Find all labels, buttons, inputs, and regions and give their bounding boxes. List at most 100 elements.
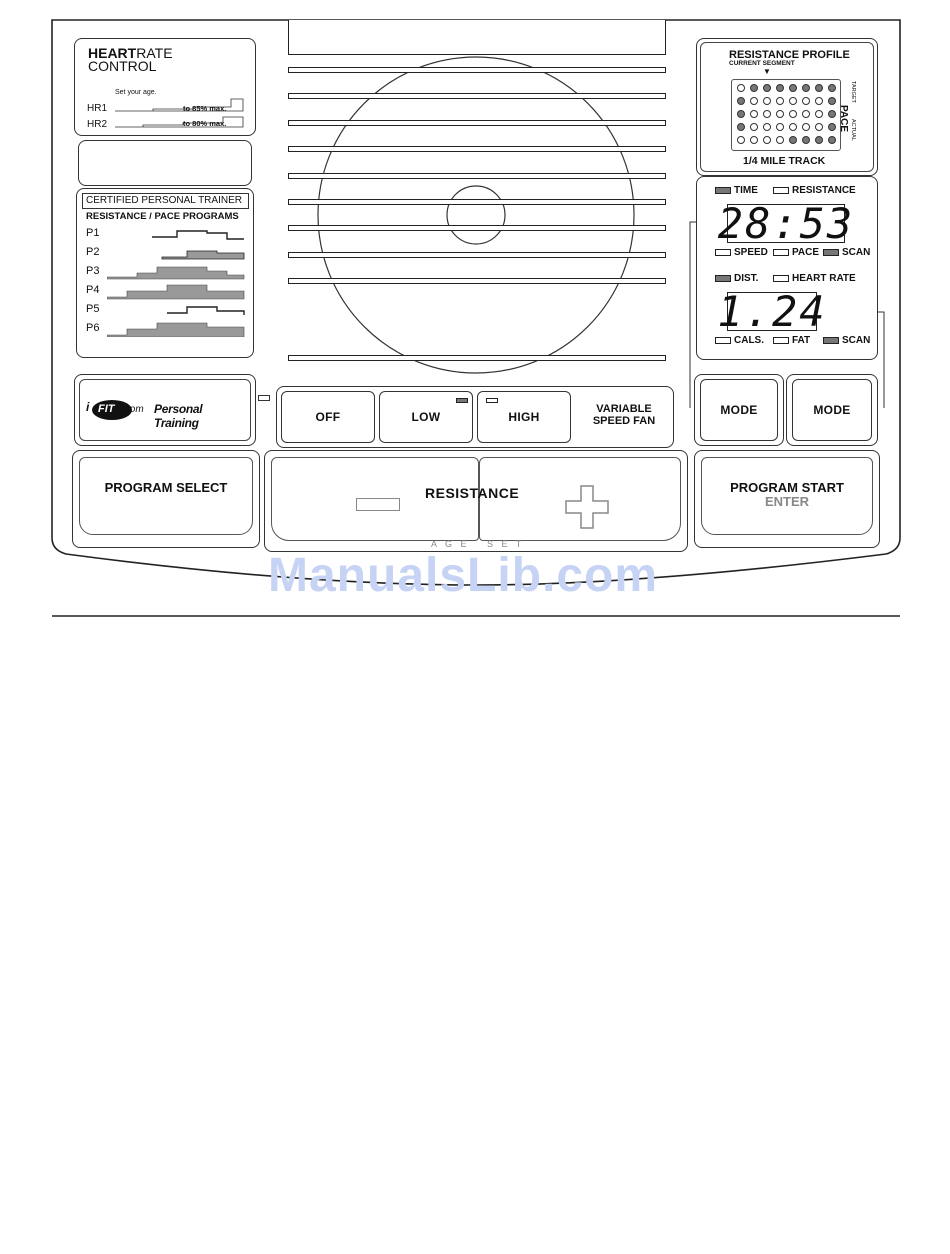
profile-dot [750, 97, 758, 105]
program-label-p6: P6 [86, 322, 100, 334]
profile-dot [802, 123, 810, 131]
ifit-logo: i FIT .com [86, 398, 144, 422]
age-label: A G E [431, 539, 470, 549]
program-label-p3: P3 [86, 265, 100, 277]
profile-dot [789, 123, 797, 131]
speed-led [715, 248, 731, 256]
program-select-button[interactable]: PROGRAM SELECT [72, 450, 260, 548]
profile-dot [815, 110, 823, 118]
cals-indicator-label: CALS. [734, 335, 764, 346]
current-segment-label: CURRENT SEGMENT [729, 60, 795, 67]
mode-right-button[interactable]: MODE [792, 379, 872, 441]
time-indicator-label: TIME [734, 185, 758, 196]
profile-dot [815, 123, 823, 131]
plus-icon [565, 485, 609, 529]
profile-dot [776, 84, 784, 92]
fan-panel: OFF LOW HIGH VARIABLE SPEED FAN [276, 386, 674, 448]
program-select-label: PROGRAM SELECT [104, 480, 228, 495]
heart-rate-control-panel: HEARTRATE CONTROL Set your age. HR1 HR2 … [74, 38, 256, 136]
cals-led [715, 336, 731, 344]
resistance-led [773, 186, 789, 194]
profile-dot [763, 136, 771, 144]
target-label: TARGET [850, 81, 856, 103]
grille-slot [288, 225, 666, 231]
resistance-plus-button[interactable]: + [479, 457, 681, 541]
fan-high-button[interactable]: HIGH [477, 391, 571, 443]
profile-dot [763, 84, 771, 92]
program-profiles-graphic [107, 230, 245, 337]
mode-right-label: MODE [813, 403, 851, 417]
trainer-subheader: RESISTANCE / PACE PROGRAMS [86, 211, 239, 222]
mode-left-button[interactable]: MODE [700, 379, 778, 441]
profile-dot [802, 97, 810, 105]
ifit-button[interactable]: i FIT .com Personal Training [79, 379, 251, 441]
program-start-button[interactable]: PROGRAM START ENTER [694, 450, 880, 548]
dist-indicator-label: DIST. [734, 273, 759, 284]
minus-icon [356, 498, 400, 511]
profile-dot [828, 123, 836, 131]
ifit-logo-fit: FIT [98, 403, 115, 415]
grille-slot [288, 67, 666, 73]
profile-dot [737, 97, 745, 105]
mode-right-panel: MODE [786, 374, 878, 446]
enter-label: ENTER [764, 494, 810, 509]
top-led-readout: 28:53 [718, 202, 852, 244]
ifit-logo-com: .com [122, 404, 144, 415]
resistance-minus-button[interactable]: − [271, 457, 479, 541]
top-display-window [288, 20, 666, 55]
main-display-panel: TIME RESISTANCE 28:53 SPEED PACE SCAN DI… [696, 176, 878, 360]
grille-slot [288, 173, 666, 179]
scan-indicator-label-bottom: SCAN [842, 335, 871, 346]
fan-low-button[interactable]: LOW [379, 391, 473, 443]
scan-indicator-label-top: SCAN [842, 247, 871, 258]
ifit-logo-i: i [86, 400, 90, 414]
profile-dot [776, 123, 784, 131]
profile-dot [763, 110, 771, 118]
resistance-profile-title: RESISTANCE PROFILE [729, 49, 850, 61]
personal-trainer-panel: CERTIFIED PERSONAL TRAINER RESISTANCE / … [76, 188, 254, 358]
fan-low-led [456, 398, 468, 403]
resistance-profile-panel: RESISTANCE PROFILE CURRENT SEGMENT ▼ PAC… [696, 38, 878, 176]
fan-off-button[interactable]: OFF [281, 391, 375, 443]
profile-dot [737, 84, 745, 92]
profile-dot [750, 84, 758, 92]
profile-dot [802, 110, 810, 118]
grille-slot [288, 120, 666, 126]
grille-slot [288, 355, 666, 361]
profile-dot [737, 110, 745, 118]
grille-slot [288, 278, 666, 284]
profile-dot [776, 136, 784, 144]
current-segment-arrow: ▼ [763, 67, 771, 76]
pace-led [773, 248, 789, 256]
profile-dot [828, 97, 836, 105]
heart-rate-led [773, 274, 789, 282]
fan-off-label: OFF [315, 410, 341, 424]
speed-indicator-label: SPEED [734, 247, 768, 258]
profile-dot [763, 97, 771, 105]
ifit-panel: i FIT .com Personal Training [74, 374, 256, 446]
profile-dot-grid [731, 79, 841, 151]
profile-dot [750, 110, 758, 118]
fan-label-line1: VARIABLE [596, 403, 652, 415]
profile-dot [789, 136, 797, 144]
profile-dot [776, 97, 784, 105]
fan-high-label: HIGH [508, 410, 540, 424]
fat-indicator-label: FAT [792, 335, 811, 346]
scan-led-bottom [823, 336, 839, 344]
blank-label-panel [78, 140, 252, 186]
profile-dot [737, 123, 745, 131]
program-select-face [79, 457, 253, 535]
fan-label-line2: SPEED FAN [592, 415, 656, 427]
profile-dot [815, 97, 823, 105]
profile-dot [789, 84, 797, 92]
resistance-panel: − + RESISTANCE A G E S E T [264, 450, 688, 552]
ifit-indicator-led [258, 395, 270, 401]
profile-dot [776, 110, 784, 118]
profile-dot [802, 84, 810, 92]
resistance-label: RESISTANCE [425, 485, 520, 501]
track-label: 1/4 MILE TRACK [743, 155, 826, 167]
watermark: ManualsLib.com [268, 549, 659, 602]
profile-dot [815, 84, 823, 92]
heart-rate-hint: Set your age. [115, 89, 157, 96]
fan-low-label: LOW [411, 410, 441, 424]
